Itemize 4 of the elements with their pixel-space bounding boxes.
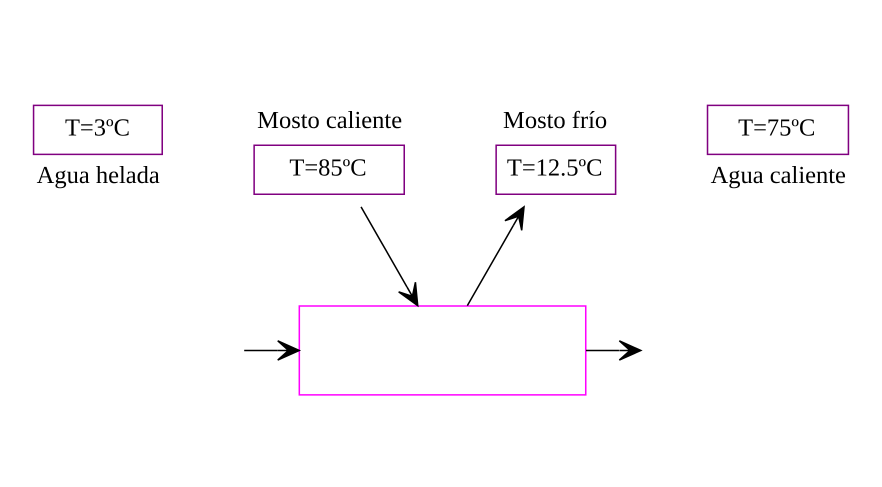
node-label: Mosto caliente — [257, 106, 402, 134]
node-label: Agua caliente — [710, 162, 846, 189]
node-label: Mosto frío — [503, 106, 608, 134]
node-label: Agua helada — [36, 162, 160, 189]
